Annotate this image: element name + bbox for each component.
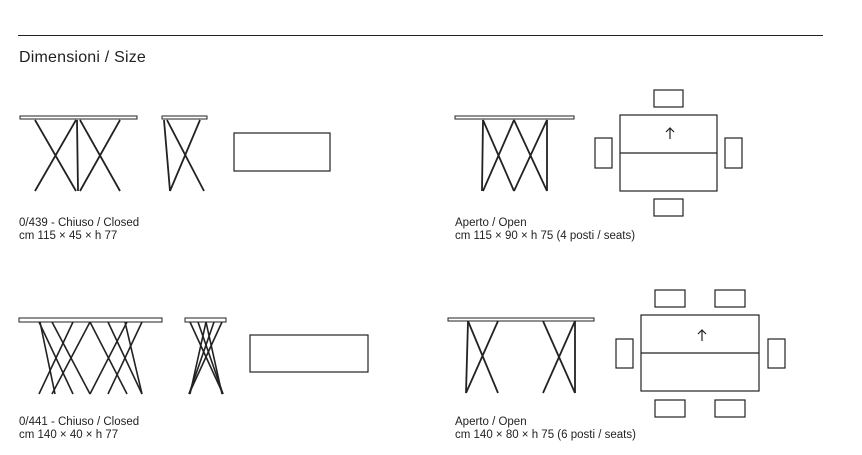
chair	[615, 338, 634, 369]
open-dimensions: cm 115 × 90 × h 75 (4 posti / seats)	[455, 229, 636, 242]
closed-dimensions: cm 115 × 45 × h 77	[19, 229, 118, 242]
table-0441-closed-side-view	[184, 317, 227, 395]
open-dimensions: cm 140 × 80 × h 75 (6 posti / seats)	[455, 428, 636, 441]
chair	[714, 399, 746, 418]
table-0439-open-front-view	[454, 115, 575, 192]
arrow-up-icon	[665, 127, 675, 139]
table-0439-closed-side-view	[161, 115, 208, 192]
chair	[653, 198, 684, 217]
chair	[724, 137, 743, 169]
open-label: Aperto / Open	[455, 416, 527, 428]
closed-dimensions: cm 140 × 40 × h 77	[19, 428, 119, 441]
chair	[653, 89, 684, 108]
chair	[654, 289, 686, 308]
table-0441-closed-front-view	[18, 317, 163, 395]
header-divider	[18, 35, 823, 36]
table-0441-open-front-view	[447, 317, 595, 394]
table-0441-open-plan-with-6-chairs	[615, 289, 786, 418]
model-0441-open-caption: Aperto / Open cm 140 × 80 × h 75 (6 post…	[455, 416, 636, 441]
chair	[594, 137, 613, 169]
closed-label: 0/441 - Chiuso / Closed	[19, 416, 140, 428]
model-0441-closed-caption: 0/441 - Chiuso / Closed cm 140 × 40 × h …	[19, 416, 139, 441]
chair	[714, 289, 746, 308]
model-0439-open-caption: Aperto / Open cm 115 × 90 × h 75 (4 post…	[455, 217, 635, 242]
table-0439-closed-plan	[233, 132, 331, 172]
table-0441-closed-plan	[249, 334, 369, 373]
arrow-up-icon	[697, 329, 707, 341]
closed-label: 0/439 - Chiuso / Closed	[19, 217, 140, 229]
chair	[767, 338, 786, 369]
section-title: Dimensioni / Size	[19, 49, 147, 66]
open-label: Aperto / Open	[455, 217, 527, 229]
chair	[654, 399, 686, 418]
table-0439-closed-front-view	[19, 115, 138, 192]
model-0439-closed-caption: 0/439 - Chiuso / Closed cm 115 × 45 × h …	[19, 217, 139, 242]
table-0439-open-plan-with-4-chairs	[594, 89, 743, 217]
